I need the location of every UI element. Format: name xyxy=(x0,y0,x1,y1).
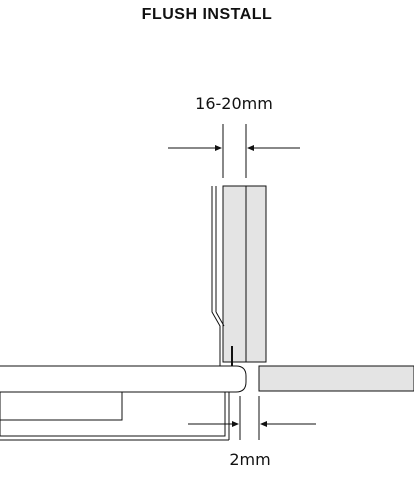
door-profile xyxy=(211,186,223,369)
dim-top-left-arrowhead xyxy=(215,145,222,151)
dim-top-label: 16-20mm xyxy=(195,94,273,113)
dim-bottom-left-arrowhead xyxy=(232,421,239,427)
lower-profile xyxy=(0,392,123,421)
dim-bottom-label: 2mm xyxy=(229,450,270,469)
vertical-panel xyxy=(222,185,267,363)
door-profile-back-lower xyxy=(215,311,225,327)
base-slab xyxy=(0,365,247,393)
lower-step-profile xyxy=(0,392,226,437)
dim-top-right-arrowhead xyxy=(247,145,254,151)
page-title: FLUSH INSTALL xyxy=(141,6,273,23)
dim-bottom-right-arrowhead xyxy=(260,421,267,427)
horizontal-panel xyxy=(258,365,414,392)
